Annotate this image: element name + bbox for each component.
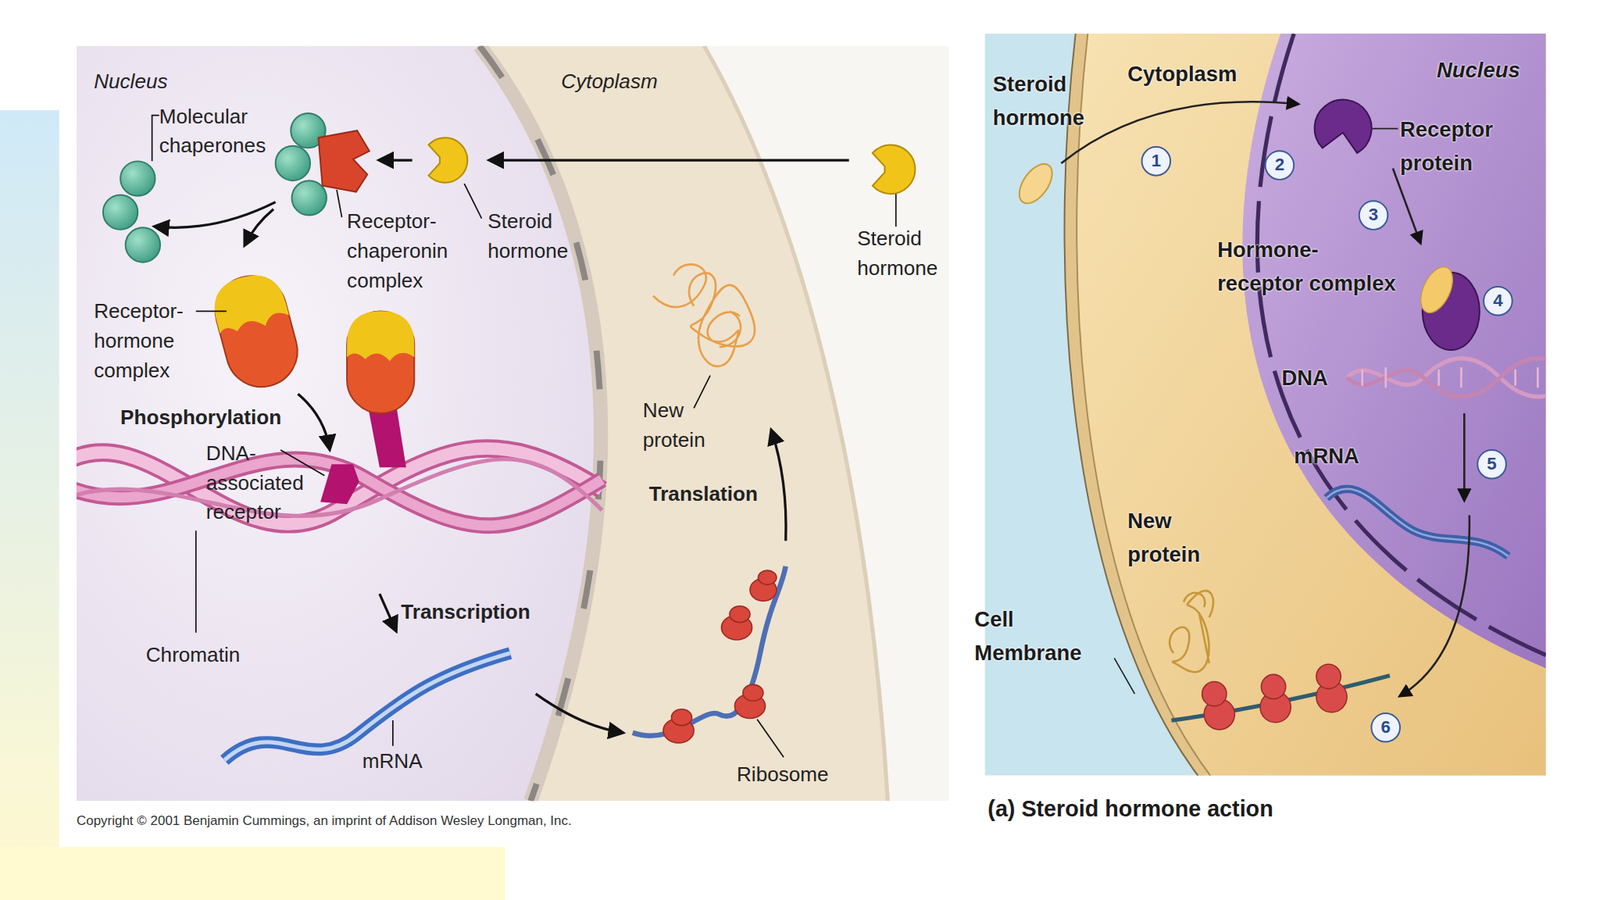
part-label: Molecular chaperones <box>159 102 287 162</box>
callout-number: 6 <box>1371 713 1400 743</box>
part-label: mRNA <box>362 746 423 777</box>
part-label: DNA- associated receptor <box>206 439 319 529</box>
part-label: mRNA <box>1293 439 1360 473</box>
callout-number: 4 <box>1483 286 1513 316</box>
callout-number: 5 <box>1477 450 1507 479</box>
process-label: Transcription <box>400 597 530 628</box>
part-label: Chromatin <box>146 640 240 671</box>
part-label: DNA <box>1281 360 1328 395</box>
callout-number: 3 <box>1359 200 1389 230</box>
part-label: Receptor- hormone complex <box>93 296 207 386</box>
callout-number: 2 <box>1265 150 1295 180</box>
part-label: New protein <box>1127 503 1220 572</box>
region-label: Nucleus <box>93 67 168 97</box>
part-label: Cell Membrane <box>974 602 1097 670</box>
process-label: Translation <box>649 479 758 510</box>
region-label: Cytoplasm <box>560 67 658 97</box>
copyright-note: Copyright © 2001 Benjamin Cummings, an i… <box>76 813 572 830</box>
part-label: Hormone- receptor complex <box>1217 232 1408 300</box>
part-label: Steroid hormone <box>487 207 590 267</box>
part-label: Ribosome <box>736 760 829 790</box>
process-label: Phosphorylation <box>120 403 282 433</box>
part-label: Steroid hormone <box>857 224 960 284</box>
part-label: Steroid hormone <box>992 67 1100 135</box>
callout-number: 1 <box>1142 146 1172 176</box>
part-label: Receptor protein <box>1400 112 1503 180</box>
figure-caption: (a) Steroid hormone action <box>987 793 1273 825</box>
region-label: Cytoplasm <box>1127 57 1237 91</box>
part-label: Receptor- chaperonin complex <box>346 207 465 297</box>
part-label: New protein <box>642 396 720 456</box>
region-label: Nucleus <box>1436 53 1521 87</box>
